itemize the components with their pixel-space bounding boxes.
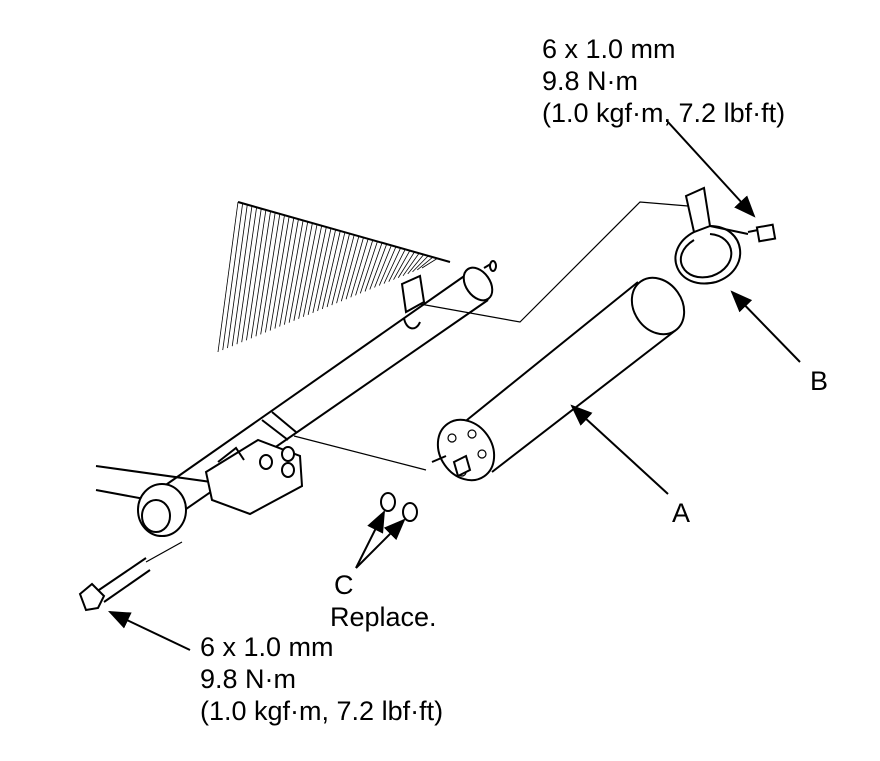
label-a: A [672, 498, 691, 528]
label-b: B [810, 366, 829, 396]
top-bolt-size: 6 x 1.0 mm [542, 34, 676, 64]
top-bolt-torque-alt: (1.0 kgf·m, 7.2 lbf·ft) [542, 98, 786, 128]
top-bolt-torque: 9.8 N·m [542, 66, 639, 96]
leader-arrows [108, 121, 801, 651]
receiver-dryer [431, 276, 686, 482]
bottom-bolt-torque-alt: (1.0 kgf·m, 7.2 lbf·ft) [200, 696, 444, 726]
label-c-note: Replace. [330, 602, 437, 632]
bottom-bolt-size: 6 x 1.0 mm [200, 632, 334, 662]
assembly-lines [145, 201, 689, 563]
o-rings [380, 492, 418, 522]
bottom-bolt-torque: 9.8 N·m [200, 664, 297, 694]
bottom-bolt [78, 557, 151, 612]
condenser-tank [137, 260, 497, 537]
label-c: C [334, 570, 354, 600]
mounting-clamp [674, 186, 777, 285]
